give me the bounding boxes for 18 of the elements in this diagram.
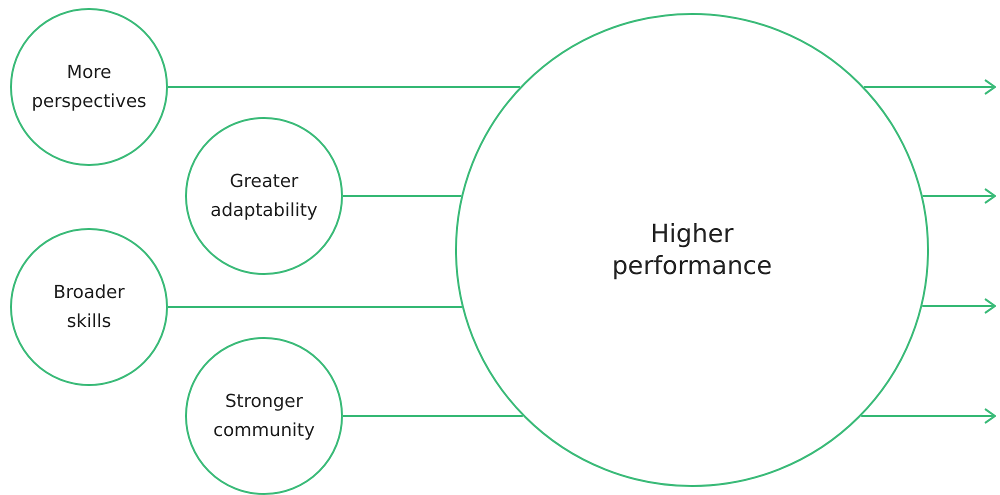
factor-circle	[10, 228, 168, 386]
factor-circle	[185, 117, 343, 275]
circle-label: Stronger community	[212, 390, 316, 443]
factor-circle	[185, 337, 343, 495]
circle-label: Greater adaptability	[209, 170, 319, 223]
circle-label: Higher performance	[610, 218, 774, 282]
connector-line	[343, 195, 462, 197]
outcome-circle	[455, 13, 929, 487]
connector-line	[168, 306, 462, 308]
arrow	[861, 408, 996, 424]
arrow	[922, 188, 996, 204]
arrow	[922, 298, 996, 314]
connector-line	[343, 415, 523, 417]
circle-label: More perspectives	[30, 61, 148, 114]
circle-label: Broader skills	[52, 281, 126, 334]
arrow	[864, 79, 996, 95]
connector-line	[168, 86, 520, 88]
factor-circle	[10, 8, 168, 166]
